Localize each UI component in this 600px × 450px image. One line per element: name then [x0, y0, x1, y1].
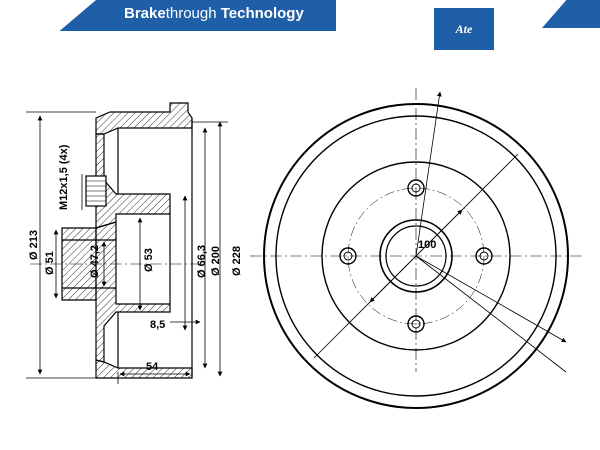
label-w85: 8,5: [150, 319, 165, 331]
slogan-part-technology: Technology: [216, 5, 304, 22]
front-view: [250, 88, 582, 409]
slogan-part-through: through: [165, 5, 217, 22]
dim-leader-right-ext: [415, 255, 567, 373]
drum-wall-top: [95, 102, 193, 135]
brand-slogan: Brakethrough Technology: [124, 5, 304, 22]
label-w54: 54: [146, 361, 159, 373]
label-d53: Ø 53: [143, 248, 155, 272]
dim-leader-right: [415, 255, 567, 343]
ate-logo-text: Ate: [455, 21, 473, 36]
label-thread: M12x1,5 (4x): [58, 144, 70, 210]
section-labels: Ø 213 Ø 51 M12x1,5 (4x) Ø 47,2 Ø 53 Ø 66…: [28, 144, 243, 373]
label-d200: Ø 200: [210, 246, 222, 276]
ate-logo: Ate: [434, 8, 494, 50]
label-d228: Ø 228: [231, 246, 243, 276]
dim-leader-top: [415, 91, 442, 257]
label-d47: Ø 47,2: [89, 245, 101, 278]
flange-upper: [95, 133, 171, 229]
label-pcd: 100: [418, 239, 436, 251]
section-dimensions: [26, 111, 228, 384]
flange-lower: [95, 221, 171, 363]
label-d51: Ø 51: [44, 251, 56, 275]
section-view: [30, 102, 200, 379]
drum-wall-bottom: [95, 359, 193, 379]
label-d66: Ø 66,3: [196, 245, 208, 278]
label-d213: Ø 213: [28, 230, 40, 260]
slogan-part-brake: Brake: [124, 5, 166, 22]
